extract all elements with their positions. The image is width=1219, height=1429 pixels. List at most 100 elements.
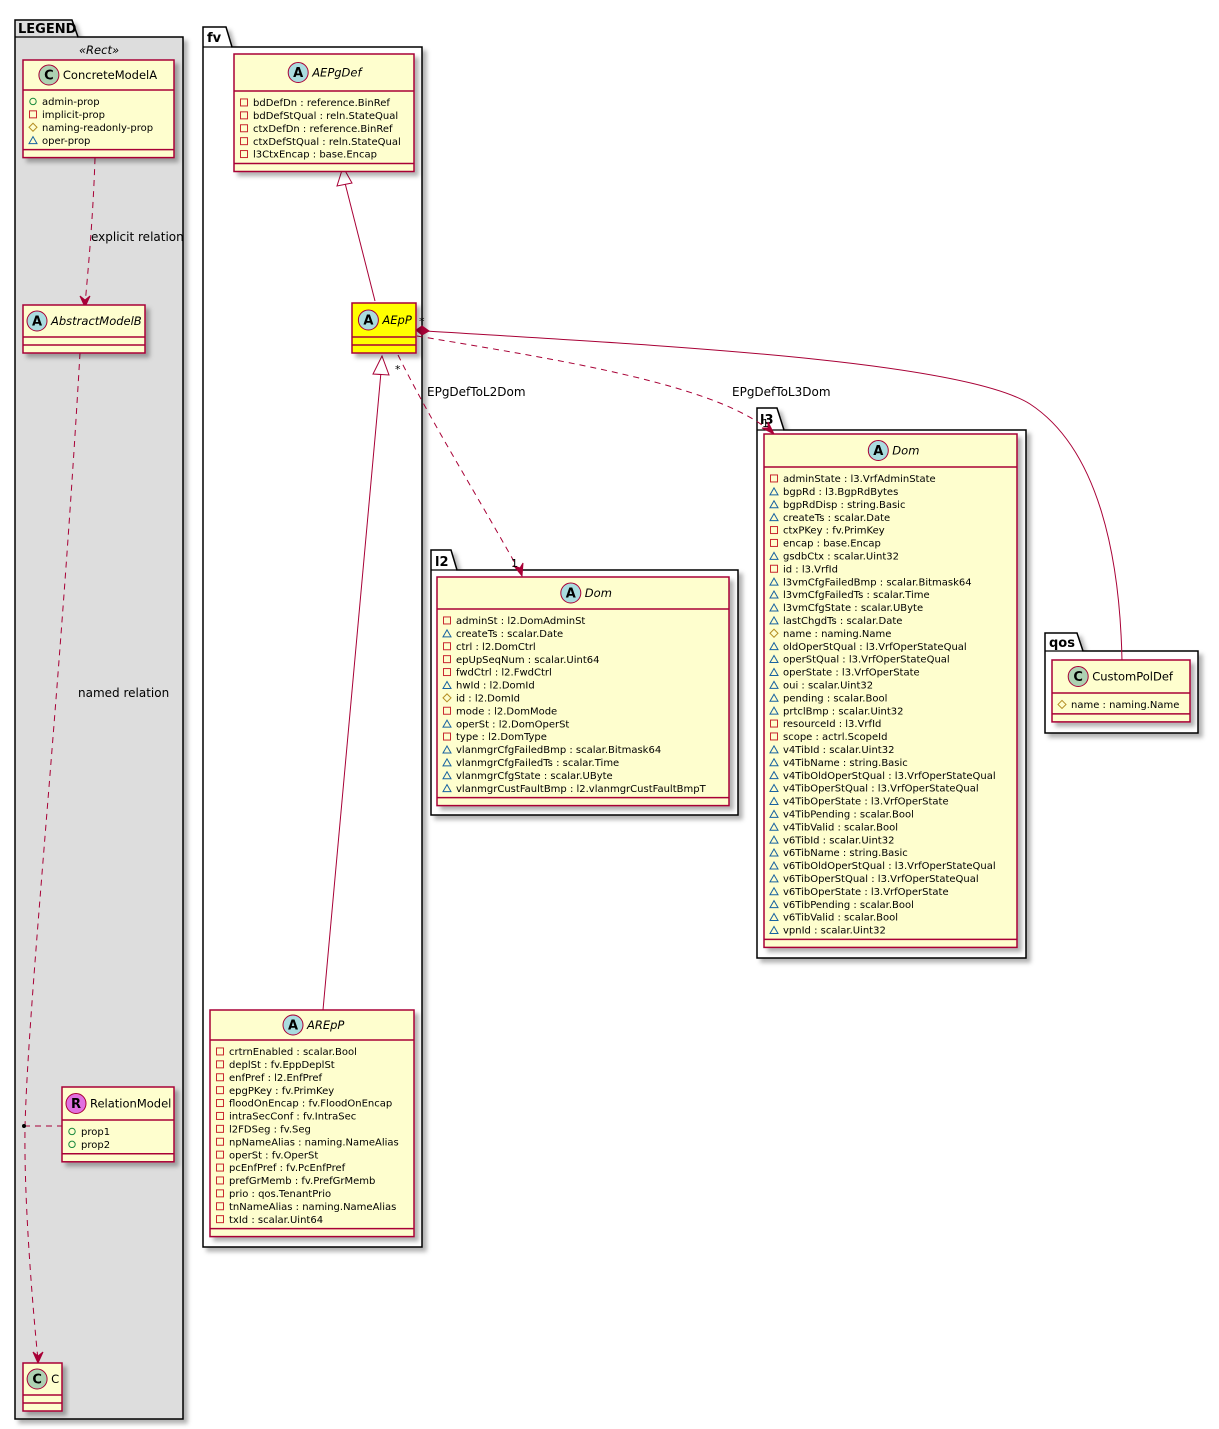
attribute-row: epgPKey : fv.PrimKey: [216, 1086, 334, 1097]
oper-visibility-icon: [769, 912, 779, 922]
oper-visibility-icon: [769, 486, 779, 496]
attribute-row: resourceId : l3.VrfId: [770, 719, 881, 730]
implicit-visibility-icon: [240, 137, 248, 146]
attribute-text: vlanmgrCustFaultBmp : l2.vlanmgrCustFaul…: [456, 784, 707, 795]
attribute-row: lastChgdTs : scalar.Date: [769, 615, 902, 627]
attribute-row: prop1: [68, 1127, 110, 1138]
attribute-row: admin-prop: [29, 97, 100, 108]
class-type-letter: A: [288, 1019, 298, 1034]
attribute-text: crtrnEnabled : scalar.Bool: [229, 1047, 357, 1058]
attribute-row: l3vmCfgState : scalar.UByte: [769, 602, 923, 614]
l3-package-title: l3: [760, 413, 774, 428]
implicit-visibility-icon: [770, 719, 778, 728]
attribute-row: l3vmCfgFailedBmp : scalar.Bitmask64: [769, 577, 972, 588]
implicit-visibility-icon: [216, 1060, 224, 1069]
attribute-text: enfPref : l2.EnfPref: [229, 1073, 323, 1084]
class-type-letter: A: [32, 315, 42, 330]
attribute-text: prefGrMemb : fv.PrefGrMemb: [229, 1176, 375, 1187]
concrete-class-icon: [26, 1368, 48, 1390]
explicit-relation-arrowhead: [79, 295, 91, 309]
class-name: AREpP: [306, 1018, 344, 1032]
attribute-text: bdDefDn : reference.BinRef: [253, 98, 390, 109]
attribute-row: oldOperStQual : l3.VrfOperStateQual: [769, 641, 967, 653]
arepp-to-aepp-inheritance-edge: [322, 371, 382, 1011]
inheritance-arrowhead: [372, 354, 390, 376]
attribute-row: bdDefStQual : reln.StateQual: [240, 111, 398, 122]
attribute-row: hwId : l2.DomId: [442, 680, 535, 692]
concrete-class-icon: [38, 64, 60, 86]
attribute-row: v4TibName : string.Basic: [769, 757, 908, 769]
oper-visibility-icon: [769, 796, 779, 805]
attribute-row: bgpRdDisp : string.Basic: [769, 499, 905, 511]
l3-relation-dst-multiplicity: 1: [762, 417, 769, 430]
implicit-visibility-icon: [216, 1163, 224, 1172]
attribute-text: prtclBmp : scalar.Uint32: [783, 706, 904, 717]
oper-visibility-icon: [769, 835, 779, 844]
oper-visibility-icon: [769, 641, 779, 651]
attribute-row: v4TibOperStQual : l3.VrfOperStateQual: [769, 783, 979, 795]
attribute-text: naming-readonly-prop: [42, 123, 153, 134]
aepp-to-aepgdef-inheritance-edge: [344, 182, 376, 302]
attribute-row: ctxPKey : fv.PrimKey: [770, 526, 885, 537]
attribute-text: adminSt : l2.DomAdminSt: [456, 616, 585, 627]
implicit-visibility-icon: [770, 732, 778, 741]
implicit-visibility-icon: [216, 1124, 224, 1133]
attribute-text: v4TibId : scalar.Uint32: [783, 745, 894, 756]
legend-package-title: LEGEND: [18, 22, 77, 37]
class-box: [763, 433, 1018, 949]
attribute-row: vlanmgrCfgFailedTs : scalar.Time: [442, 757, 619, 769]
attribute-row: prio : qos.TenantPrio: [216, 1189, 331, 1200]
admin-visibility-icon: [29, 97, 37, 106]
class-c-legend[interactable]: CC: [22, 1362, 63, 1412]
implicit-visibility-icon: [216, 1111, 224, 1120]
attribute-text: v6TibOperState : l3.VrfOperState: [783, 887, 949, 898]
relation-class-icon: [65, 1093, 87, 1114]
oper-visibility-icon: [769, 925, 779, 934]
class-name: AEPgDef: [311, 66, 363, 80]
abstract-class-icon: [867, 440, 889, 461]
attribute-text: v6TibName : string.Basic: [783, 848, 908, 859]
oper-visibility-icon: [769, 770, 779, 780]
attribute-text: v4TibOperStQual : l3.VrfOperStateQual: [783, 784, 979, 795]
implicit-visibility-icon: [770, 564, 778, 573]
class-concrete-legend[interactable]: ConcreteModelACadmin-propimplicit-propna…: [22, 59, 175, 159]
fv-package-title: fv: [207, 31, 222, 46]
attribute-text: gsdbCtx : scalar.Uint32: [783, 551, 899, 562]
oper-visibility-icon: [442, 770, 452, 780]
attribute-text: prop2: [81, 1140, 110, 1151]
attribute-text: operStQual : l3.VrfOperStateQual: [783, 655, 950, 666]
oper-visibility-icon: [769, 667, 779, 676]
attribute-row: v6TibName : string.Basic: [769, 848, 908, 859]
implicit-visibility-icon: [443, 616, 451, 625]
class-box: [436, 576, 730, 807]
oper-visibility-icon: [769, 680, 779, 689]
attribute-text: l3CtxEncap : base.Encap: [253, 150, 377, 161]
attribute-text: bgpRdDisp : string.Basic: [783, 500, 905, 511]
attribute-text: v6TibOperStQual : l3.VrfOperStateQual: [783, 874, 979, 885]
attribute-row: vpnId : scalar.Uint32: [769, 925, 886, 937]
oper-visibility-icon: [442, 719, 452, 728]
implicit-visibility-icon: [29, 110, 37, 119]
implicit-visibility-icon: [443, 642, 451, 651]
class-type-letter: A: [873, 444, 883, 459]
l2-relation-dst-multiplicity: 1: [511, 557, 518, 570]
edges: explicit relation named relation EPgDefT…: [22, 157, 1123, 1365]
attribute-text: v4TibValid : scalar.Bool: [783, 822, 898, 833]
class-name: AEpP: [381, 313, 411, 327]
attribute-row: type : l2.DomType: [443, 732, 547, 743]
admin-visibility-icon: [68, 1140, 76, 1149]
naming-visibility-icon: [442, 693, 452, 703]
attribute-row: enfPref : l2.EnfPref: [216, 1073, 323, 1084]
attribute-text: v4TibName : string.Basic: [783, 758, 908, 769]
attribute-row: v4TibId : scalar.Uint32: [769, 744, 894, 756]
attribute-row: operStQual : l3.VrfOperStateQual: [769, 654, 950, 666]
l3-relation-edge: [416, 335, 773, 434]
